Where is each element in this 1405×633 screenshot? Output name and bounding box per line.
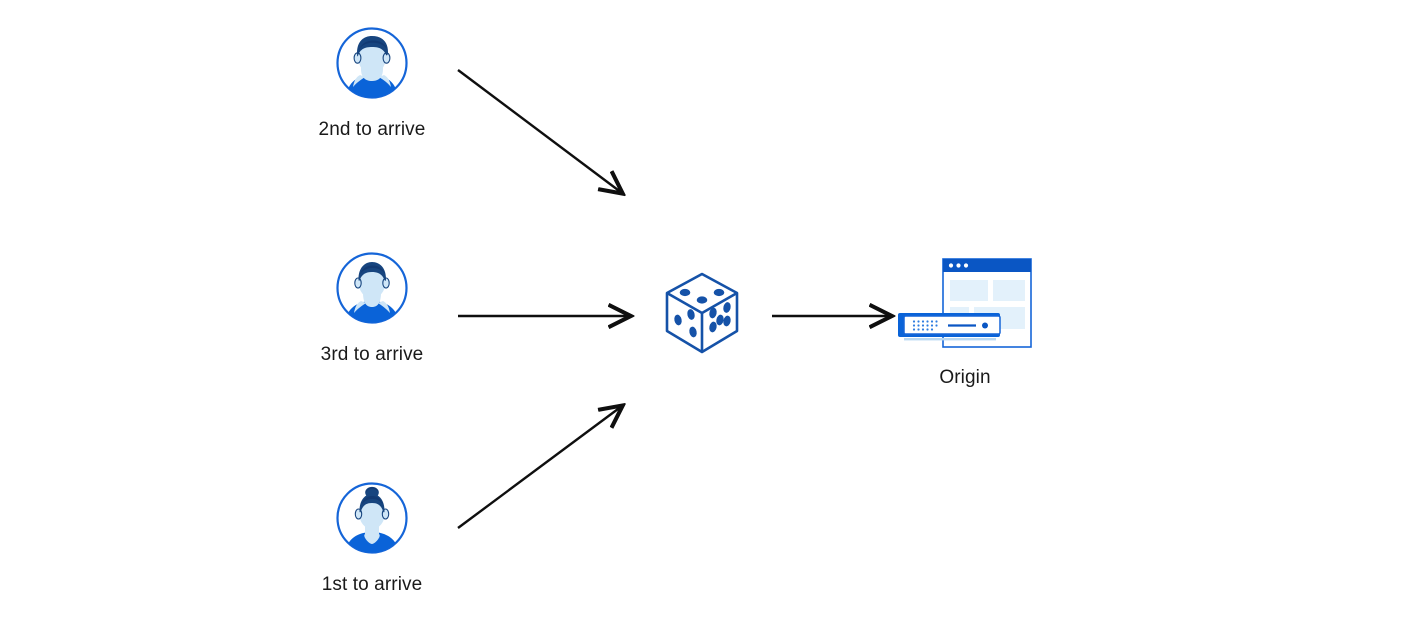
user-avatar-icon bbox=[334, 25, 410, 101]
randomizer-node bbox=[657, 268, 747, 358]
client-label-first: 1st to arrive bbox=[321, 574, 423, 595]
client-label-third: 3rd to arrive bbox=[320, 344, 424, 365]
origin-label: Origin bbox=[939, 367, 991, 388]
origin-server-icon bbox=[895, 255, 1035, 355]
client-node-first: 1st to arrive bbox=[292, 480, 452, 596]
user-avatar-icon bbox=[334, 250, 410, 326]
user-avatar-icon bbox=[334, 480, 410, 556]
origin-node: Origin bbox=[880, 255, 1050, 389]
arrow-first-to-dice bbox=[457, 406, 622, 529]
client-label-second: 2nd to arrive bbox=[318, 119, 426, 140]
server-appliance bbox=[898, 313, 1001, 341]
dice-icon bbox=[657, 268, 747, 363]
client-node-second: 2nd to arrive bbox=[292, 25, 452, 141]
arrow-second-to-dice bbox=[457, 69, 622, 193]
client-node-third: 3rd to arrive bbox=[292, 250, 452, 366]
